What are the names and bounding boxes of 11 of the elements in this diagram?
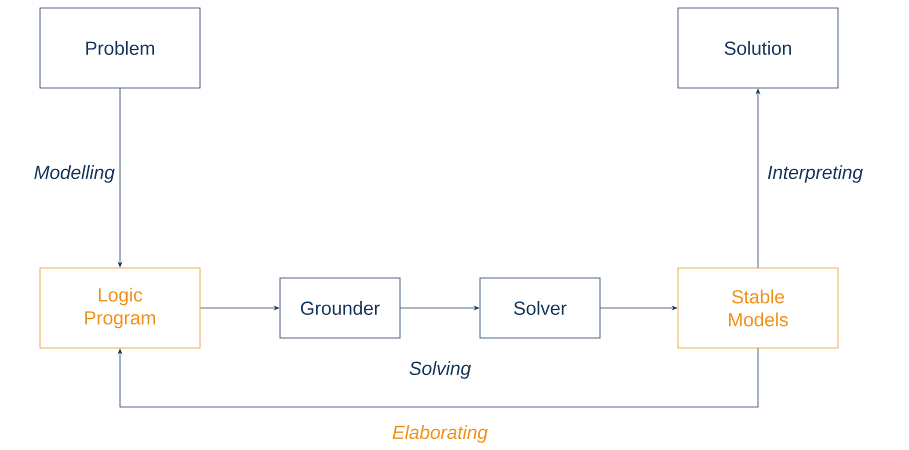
process-box: Problem xyxy=(40,8,200,88)
process-box: Grounder xyxy=(280,278,400,338)
edge-label: Elaborating xyxy=(392,425,488,443)
stage-label: Solving xyxy=(410,361,471,379)
process-box: Stable Models xyxy=(678,268,838,348)
edge-label: Modelling xyxy=(34,165,115,183)
arrow xyxy=(117,348,758,408)
process-box: Solver xyxy=(480,278,600,338)
edge-label: Interpreting xyxy=(768,165,863,183)
process-box: Solution xyxy=(678,8,838,88)
process-box: Logic Program xyxy=(40,268,200,348)
